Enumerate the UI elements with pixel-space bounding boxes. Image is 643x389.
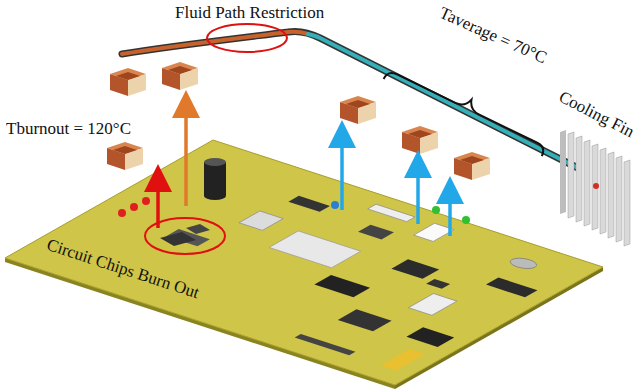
callout-label: Fluid Path Restriction [175, 4, 324, 23]
circuit-board [5, 140, 603, 389]
highlight-ellipses [145, 24, 287, 254]
average-bracket [384, 61, 551, 156]
temperature-label: Tburnout = 120°C [6, 120, 131, 139]
cooling-fin [560, 130, 630, 246]
heat-arrows [158, 104, 450, 236]
temperature-label: Taverage = 70°C [436, 4, 549, 68]
part-label: Cooling Fin [556, 88, 637, 142]
thermal-blocks [107, 62, 490, 180]
